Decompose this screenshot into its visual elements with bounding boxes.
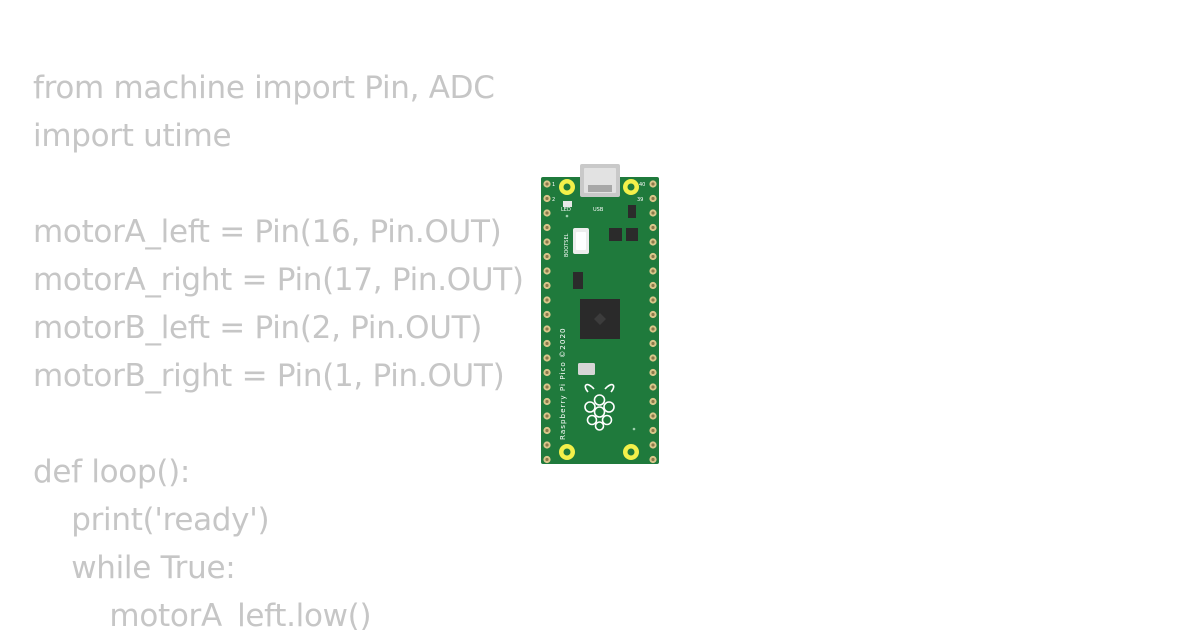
gpio-pin-hole — [651, 211, 655, 215]
code-line: print('ready') — [33, 502, 270, 538]
gpio-pin-hole — [545, 327, 549, 331]
gpio-pin-hole — [651, 182, 655, 186]
gpio-pin-hole — [545, 385, 549, 389]
code-block: from machine import Pin, ADC import utime… — [33, 64, 524, 630]
gpio-pin-hole — [545, 312, 549, 317]
usb-label: USB — [593, 207, 604, 213]
rp2040-chip — [580, 299, 620, 339]
code-line — [33, 400, 524, 448]
code-line: motorA_right = Pin(17, Pin.OUT) — [33, 262, 524, 298]
pin-2-label: 2 — [552, 197, 555, 203]
pin-40-label: 40 — [639, 182, 645, 188]
gpio-pin-hole — [651, 269, 655, 273]
board-name-label: Raspberry Pi Pico ©2020 — [558, 327, 567, 440]
code-line: import utime — [33, 118, 232, 154]
gpio-pin-hole — [651, 443, 655, 447]
left-pin-header — [543, 180, 551, 464]
bootsel-button[interactable] — [573, 228, 589, 254]
raspberry-logo — [584, 383, 615, 431]
usb-connector — [580, 164, 620, 197]
code-line: while True: — [33, 550, 236, 586]
gpio-pin-hole — [545, 254, 549, 259]
mounting-hole-pad — [623, 179, 639, 195]
gpio-pin-hole — [651, 457, 655, 462]
gpio-pin-hole — [545, 196, 549, 201]
smd-component — [628, 205, 636, 218]
gpio-pin-hole — [545, 414, 549, 418]
mounting-hole-pad — [559, 444, 575, 460]
gpio-pin-hole — [651, 225, 655, 230]
gpio-pin-hole — [651, 254, 655, 259]
mounting-hole-pad — [559, 179, 575, 195]
gpio-pin-hole — [651, 414, 655, 418]
gpio-pin-hole — [545, 457, 549, 462]
gpio-pin-hole — [651, 298, 655, 302]
smd-component — [609, 228, 622, 241]
gpio-pin-hole — [545, 298, 549, 302]
gpio-pin-hole — [651, 399, 655, 404]
pin-1-label: 1 — [552, 182, 555, 188]
pin-39-label: 39 — [637, 197, 643, 203]
gpio-pin-hole — [545, 182, 549, 186]
gpio-pin-hole — [651, 428, 655, 433]
gpio-pin-hole — [545, 370, 549, 375]
mounting-hole-pad — [623, 444, 639, 460]
gpio-pin-hole — [545, 341, 549, 346]
right-pin-header — [649, 180, 657, 464]
code-line: motorA_left = Pin(16, Pin.OUT) — [33, 214, 502, 250]
smd-component — [626, 228, 638, 241]
gpio-pin-hole — [545, 356, 549, 360]
gpio-pin-hole — [545, 269, 549, 273]
code-line — [33, 160, 524, 208]
via — [632, 427, 636, 431]
onboard-led — [563, 201, 572, 207]
gpio-pin-hole — [651, 283, 655, 288]
gpio-pin-hole — [651, 312, 655, 317]
bootsel-label: BOOTSEL — [564, 233, 570, 257]
gpio-pin-hole — [651, 341, 655, 346]
raspberry-pi-pico-board: 1 2 40 39 LED USB BOOTSEL Raspberry Pi P… — [541, 164, 659, 464]
gpio-pin-hole — [651, 196, 655, 201]
led-label: LED — [561, 207, 571, 213]
gpio-pin-hole — [545, 283, 549, 288]
code-line: motorB_left = Pin(2, Pin.OUT) — [33, 310, 483, 346]
gpio-pin-hole — [651, 356, 655, 360]
gpio-pin-hole — [651, 385, 655, 389]
code-line: from machine import Pin, ADC — [33, 70, 495, 106]
gpio-pin-hole — [545, 225, 549, 230]
gpio-pin-hole — [651, 240, 655, 244]
gpio-pin-hole — [651, 327, 655, 331]
via — [565, 214, 569, 218]
gpio-pin-hole — [545, 399, 549, 404]
crystal — [578, 363, 595, 375]
gpio-pin-hole — [651, 370, 655, 375]
gpio-pin-hole — [545, 211, 549, 215]
smd-component — [573, 272, 583, 289]
code-line: motorA_left.low() — [33, 598, 372, 630]
code-line: motorB_right = Pin(1, Pin.OUT) — [33, 358, 505, 394]
gpio-pin-hole — [545, 443, 549, 447]
code-line: def loop(): — [33, 454, 191, 490]
gpio-pin-hole — [545, 240, 549, 244]
gpio-pin-hole — [545, 428, 549, 433]
